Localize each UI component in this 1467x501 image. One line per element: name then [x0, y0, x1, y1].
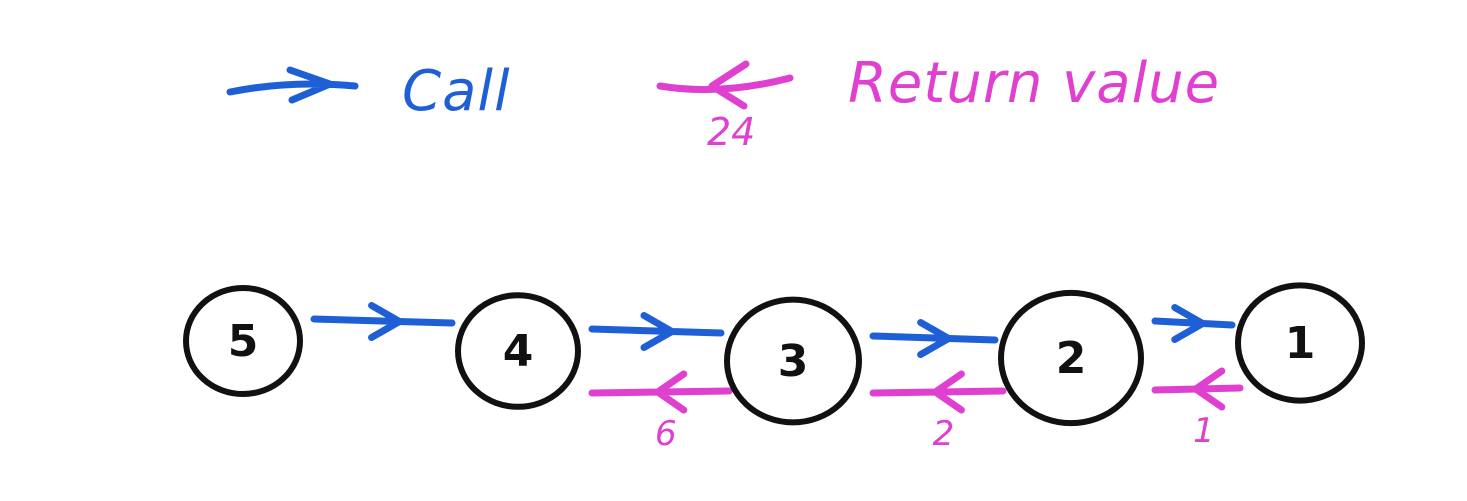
node-label: 3 — [778, 336, 809, 387]
node-4: 4 — [455, 292, 581, 410]
return-arrows — [588, 367, 1244, 414]
call-arrows — [310, 301, 1236, 358]
return-value-label: 2 — [933, 414, 955, 454]
node-circle — [183, 284, 303, 398]
return-value-label: 1 — [1193, 411, 1215, 451]
node-label: 4 — [503, 326, 534, 377]
call-arrow-5-to-4 — [310, 301, 456, 341]
return-value-label: 6 — [655, 414, 677, 454]
node-label: 5 — [228, 316, 259, 367]
node-circle — [724, 296, 862, 426]
call-arrow-2-to-1 — [1151, 303, 1236, 343]
return-arrow-1-to-2 — [1151, 367, 1244, 411]
node-circle — [1235, 282, 1365, 404]
legend-call-label: Call — [402, 59, 511, 124]
nodes: 5 4 3 2 1 — [183, 282, 1365, 427]
node-label: 2 — [1056, 333, 1087, 384]
return-value-labels: 6 2 1 — [655, 411, 1215, 454]
legend-call: Call — [226, 59, 511, 124]
node-3: 3 — [724, 296, 862, 426]
node-1: 1 — [1235, 282, 1365, 404]
call-arrow-3-to-2 — [869, 318, 999, 358]
legend-return: 24 Return value — [656, 51, 1220, 154]
legend-return-label: Return value — [848, 51, 1220, 116]
return-arrow-2-to-3 — [869, 370, 1007, 414]
node-5: 5 — [183, 284, 303, 398]
node-label: 1 — [1285, 318, 1316, 369]
call-arrow-4-to-3 — [588, 311, 725, 351]
legend-return-example-value: 24 — [707, 110, 755, 154]
legend-return-arrow — [656, 60, 794, 110]
node-circle — [998, 289, 1144, 427]
node-circle — [455, 292, 581, 410]
return-arrow-3-to-4 — [588, 370, 733, 414]
legend-call-arrow — [226, 66, 359, 104]
node-2: 2 — [998, 289, 1144, 427]
